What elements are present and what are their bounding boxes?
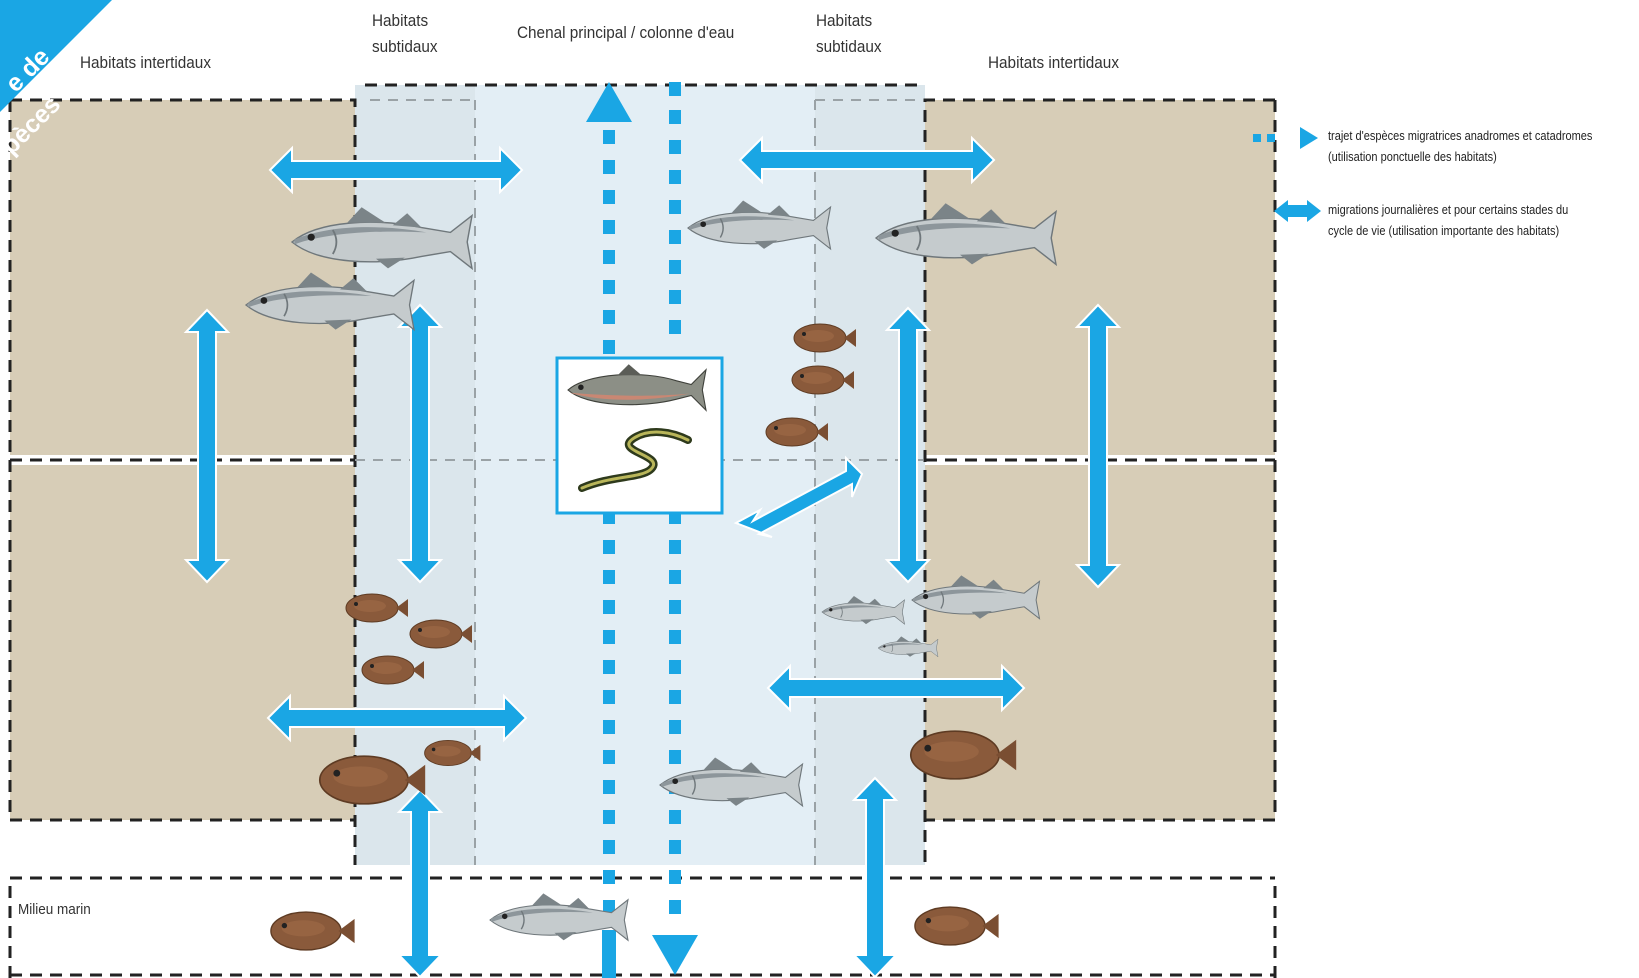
double-arrow-icon (1274, 200, 1321, 222)
diadromous-species-box (557, 358, 722, 513)
subtidal-right-label-line2: subtidaux (816, 36, 882, 57)
legend-item-1-line2: (utilisation ponctuelle des habitats) (1328, 148, 1497, 167)
subtidal-right-label-line1: Habitats (816, 10, 872, 31)
marine-label: Milieu marin (18, 899, 91, 920)
subtidal-left-label-line1: Habitats (372, 10, 428, 31)
legend-item-2-line2: cycle de vie (utilisation importante des… (1328, 222, 1559, 241)
legend-item-1-line1: trajet d'espèces migratrices anadromes e… (1328, 127, 1592, 146)
channel-label: Chenal principal / colonne d'eau (517, 22, 734, 43)
legend-item-2-line1: migrations journalières et pour certains… (1328, 201, 1568, 220)
flatfish-icon (271, 912, 355, 950)
intertidal-right-label: Habitats intertidaux (988, 52, 1119, 73)
flatfish-icon (915, 907, 999, 945)
intertidal-left-label: Habitats intertidaux (80, 52, 211, 73)
subtidal-left-label-line2: subtidaux (372, 36, 438, 57)
